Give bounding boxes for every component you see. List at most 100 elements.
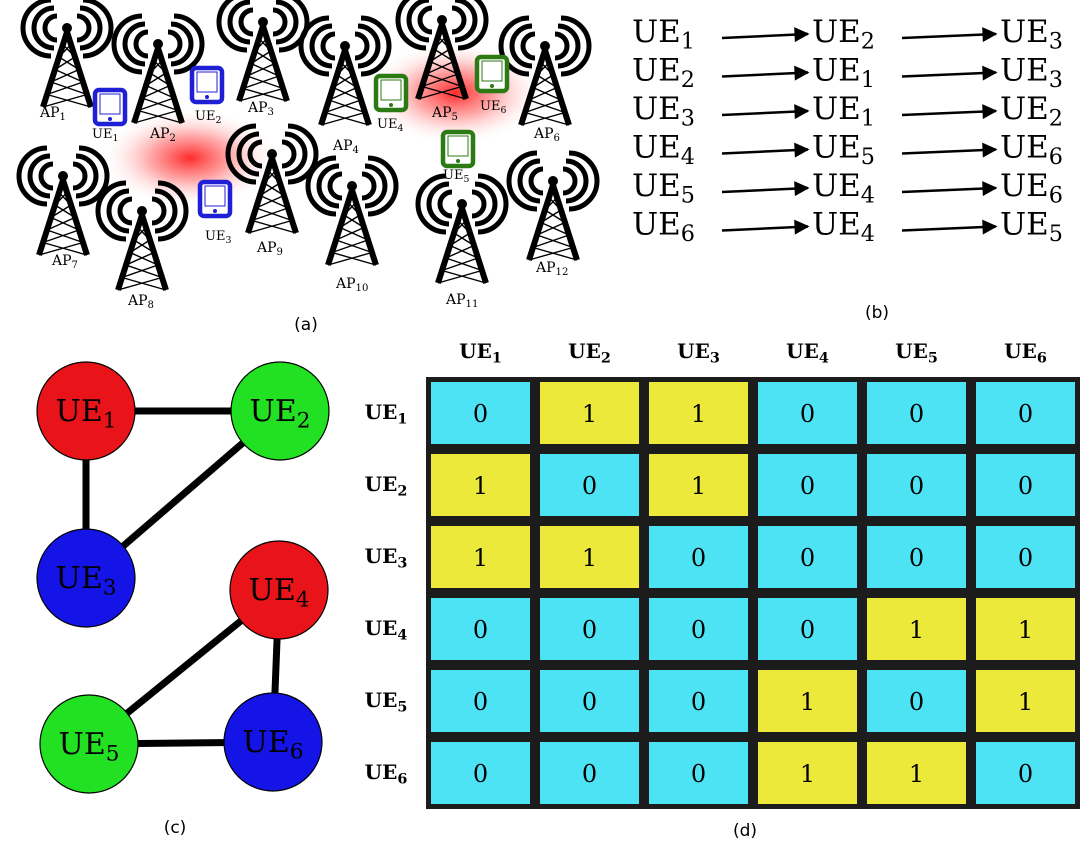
matrix-cell [976, 670, 1075, 732]
ue-label: UE3 [205, 229, 231, 246]
sequence-arrow [901, 65, 998, 81]
matrix-cell [758, 742, 857, 804]
phone-icon [440, 129, 476, 169]
matrix-row-header: UE2 [365, 472, 408, 499]
graph-node-label: UE3 [56, 561, 117, 600]
matrix-cell [649, 454, 748, 516]
ap-label: AP7 [51, 253, 78, 271]
ue-sequence-item: UE5 [812, 130, 875, 171]
graph-node [36, 528, 136, 628]
matrix-cell [758, 454, 857, 516]
matrix-cell [540, 742, 639, 804]
ue-sequence-item: UE2 [632, 53, 695, 94]
matrix-cell [867, 382, 966, 444]
matrix-column-header: UE2 [568, 339, 611, 366]
ap-tower-icon [498, 15, 592, 126]
ap-tower-icon [305, 155, 399, 266]
matrix-cell-value: 0 [800, 472, 815, 500]
sequence-arrow [901, 27, 998, 43]
matrix-cell-value: 0 [800, 616, 815, 644]
ap-tower-icon [298, 15, 392, 126]
matrix-cell-value: 0 [1018, 544, 1033, 572]
matrix-cell-value: 0 [1018, 760, 1033, 788]
sequence-arrow [721, 27, 810, 43]
ap-tower-icon [415, 173, 509, 284]
matrix-cell [758, 670, 857, 732]
matrix-cell [976, 526, 1075, 588]
ap-label: AP9 [256, 240, 283, 258]
ap-tower-icon [16, 145, 110, 256]
graph-node [230, 361, 330, 461]
matrix-row-header: UE3 [365, 544, 408, 571]
ap-label: AP12 [535, 260, 568, 278]
matrix-cell [540, 598, 639, 660]
matrix-cell [431, 670, 530, 732]
ue-label: UE5 [443, 168, 469, 185]
matrix-cell-value: 0 [473, 688, 488, 716]
ue-label: UE2 [195, 109, 221, 126]
ap-tower-icon [506, 150, 600, 261]
phone-icon [92, 87, 128, 127]
panel-a-network-layout: AP1AP2AP3AP4AP5AP6AP7AP8AP9AP10AP11AP12U… [16, 0, 600, 311]
matrix-cell-value: 1 [582, 544, 597, 572]
matrix-cell [649, 598, 748, 660]
matrix-cell [649, 670, 748, 732]
matrix-cell [867, 526, 966, 588]
matrix-cell-value: 0 [473, 400, 488, 428]
ue-sequence-item: UE1 [812, 91, 875, 132]
sequence-arrow [721, 104, 810, 120]
ue-sequence-item: UE4 [812, 207, 875, 248]
matrix-cell [758, 598, 857, 660]
matrix-cell [867, 670, 966, 732]
matrix-cell-value: 0 [909, 400, 924, 428]
sequence-arrow [721, 65, 810, 81]
matrix-cell-value: 1 [473, 544, 488, 572]
matrix-cell [540, 454, 639, 516]
sequence-arrow [721, 181, 810, 197]
graph-node-label: UE6 [243, 725, 304, 764]
ap-tower-icon [225, 123, 319, 234]
graph-node-label: UE5 [59, 727, 120, 766]
matrix-cell-value: 0 [800, 400, 815, 428]
sequence-arrow [901, 181, 998, 197]
matrix-cell [976, 742, 1075, 804]
ue-sequence-item: UE3 [1000, 14, 1063, 55]
matrix-cell-value: 0 [800, 544, 815, 572]
phone-icon [197, 179, 233, 219]
ue-label: UE1 [92, 127, 118, 144]
matrix-cell-value: 1 [473, 472, 488, 500]
graph-node-label: UE1 [56, 394, 117, 433]
ue-sequence-item: UE4 [632, 130, 695, 171]
ue-sequence-item: UE5 [1000, 207, 1063, 248]
matrix-cell [431, 742, 530, 804]
matrix-cell-value: 0 [1018, 472, 1033, 500]
ap-tower-icon [20, 0, 114, 108]
matrix-cell [540, 526, 639, 588]
phone-icon [373, 73, 409, 113]
matrix-cell-value: 1 [1018, 688, 1033, 716]
ue-label: UE6 [480, 99, 506, 116]
matrix-cell [867, 742, 966, 804]
matrix-cell-value: 0 [691, 760, 706, 788]
ue-sequence-item: UE3 [632, 91, 695, 132]
matrix-cell [976, 382, 1075, 444]
phone-icon [474, 54, 510, 94]
sequence-arrow [721, 219, 810, 235]
sequence-arrow [901, 142, 998, 158]
graph-node-label: UE4 [249, 573, 310, 612]
matrix-column-header: UE5 [895, 339, 938, 366]
matrix-cell-value: 0 [691, 688, 706, 716]
matrix-cell-value: 0 [691, 544, 706, 572]
matrix-cell-value: 1 [909, 616, 924, 644]
caption-b: (b) [865, 303, 889, 323]
ap-label: AP4 [332, 138, 359, 156]
phone-icon [189, 65, 225, 105]
ap-label: AP3 [247, 100, 274, 118]
matrix-cell [540, 670, 639, 732]
ue-label: UE4 [377, 117, 403, 134]
ue-sequence-item: UE6 [632, 207, 695, 248]
matrix-row-header: UE6 [365, 760, 408, 787]
matrix-cell-value: 1 [800, 760, 815, 788]
